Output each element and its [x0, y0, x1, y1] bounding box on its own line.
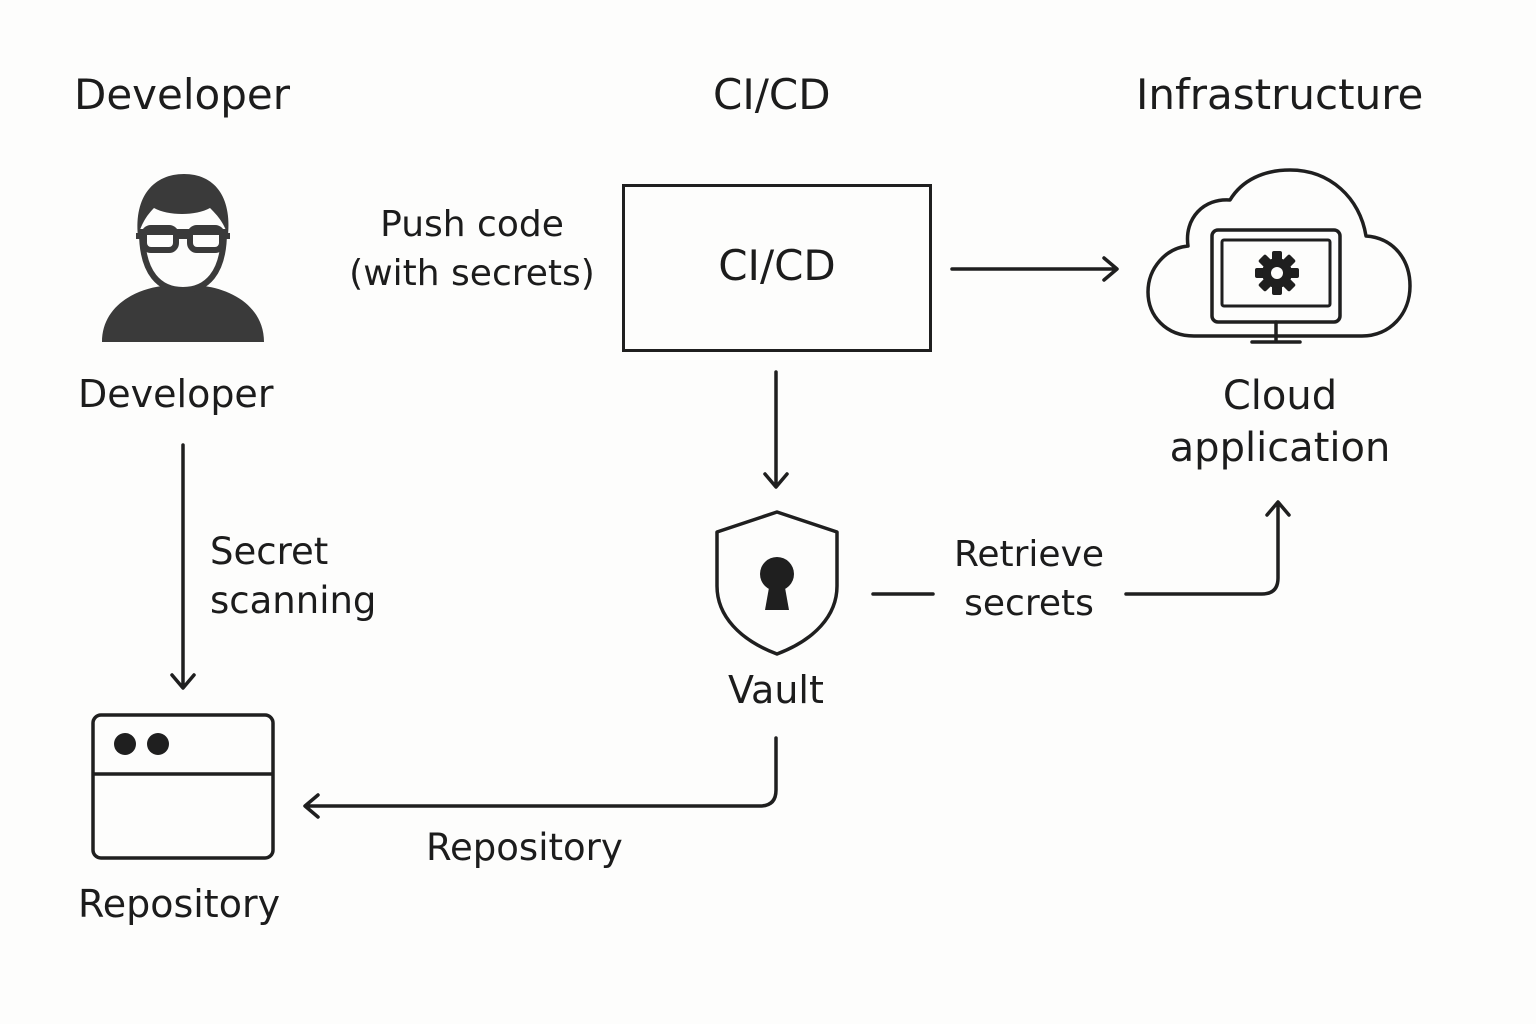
shield-keyhole-icon [715, 510, 839, 656]
column-header-cicd: CI/CD [713, 70, 831, 119]
cicd-box: CI/CD [622, 184, 932, 352]
cloud-label-line1: Cloud [1222, 373, 1338, 419]
retrieve-secrets-line1: Retrieve [953, 534, 1105, 575]
column-header-infrastructure: Infrastructure [1136, 70, 1424, 119]
arrow-developer-to-repository [170, 443, 196, 690]
secret-scanning-line2: scanning [210, 579, 377, 622]
arrow-vault-to-repository [303, 736, 778, 819]
developer-person-icon [102, 174, 264, 342]
arrow-cicd-to-vault [763, 370, 789, 489]
push-code-line1: Push code [380, 204, 564, 245]
repository-label: Repository [78, 882, 281, 926]
vault-label: Vault [728, 668, 824, 712]
cicd-box-label: CI/CD [718, 241, 836, 290]
retrieve-secrets-line2: secrets [964, 583, 1094, 624]
browser-window-icon [91, 713, 275, 860]
arrow-cicd-to-cloud [950, 256, 1119, 282]
cloud-label-line2: application [1169, 425, 1391, 471]
push-code-line2: (with secrets) [349, 253, 595, 294]
cloud-application-label: Cloud application [1140, 370, 1420, 474]
arrow-retrieve-to-cloud [1124, 500, 1291, 596]
secret-scanning-line1: Secret [210, 530, 329, 573]
developer-label: Developer [78, 372, 274, 416]
cloud-monitor-gear-icon [1146, 168, 1412, 344]
secret-scanning-label: Secret scanning [210, 527, 376, 625]
push-code-label: Push code (with secrets) [348, 200, 596, 298]
repository-edge-label: Repository [426, 826, 623, 869]
column-header-developer: Developer [74, 70, 291, 119]
retrieve-secrets-label: Retrieve secrets [940, 530, 1118, 628]
